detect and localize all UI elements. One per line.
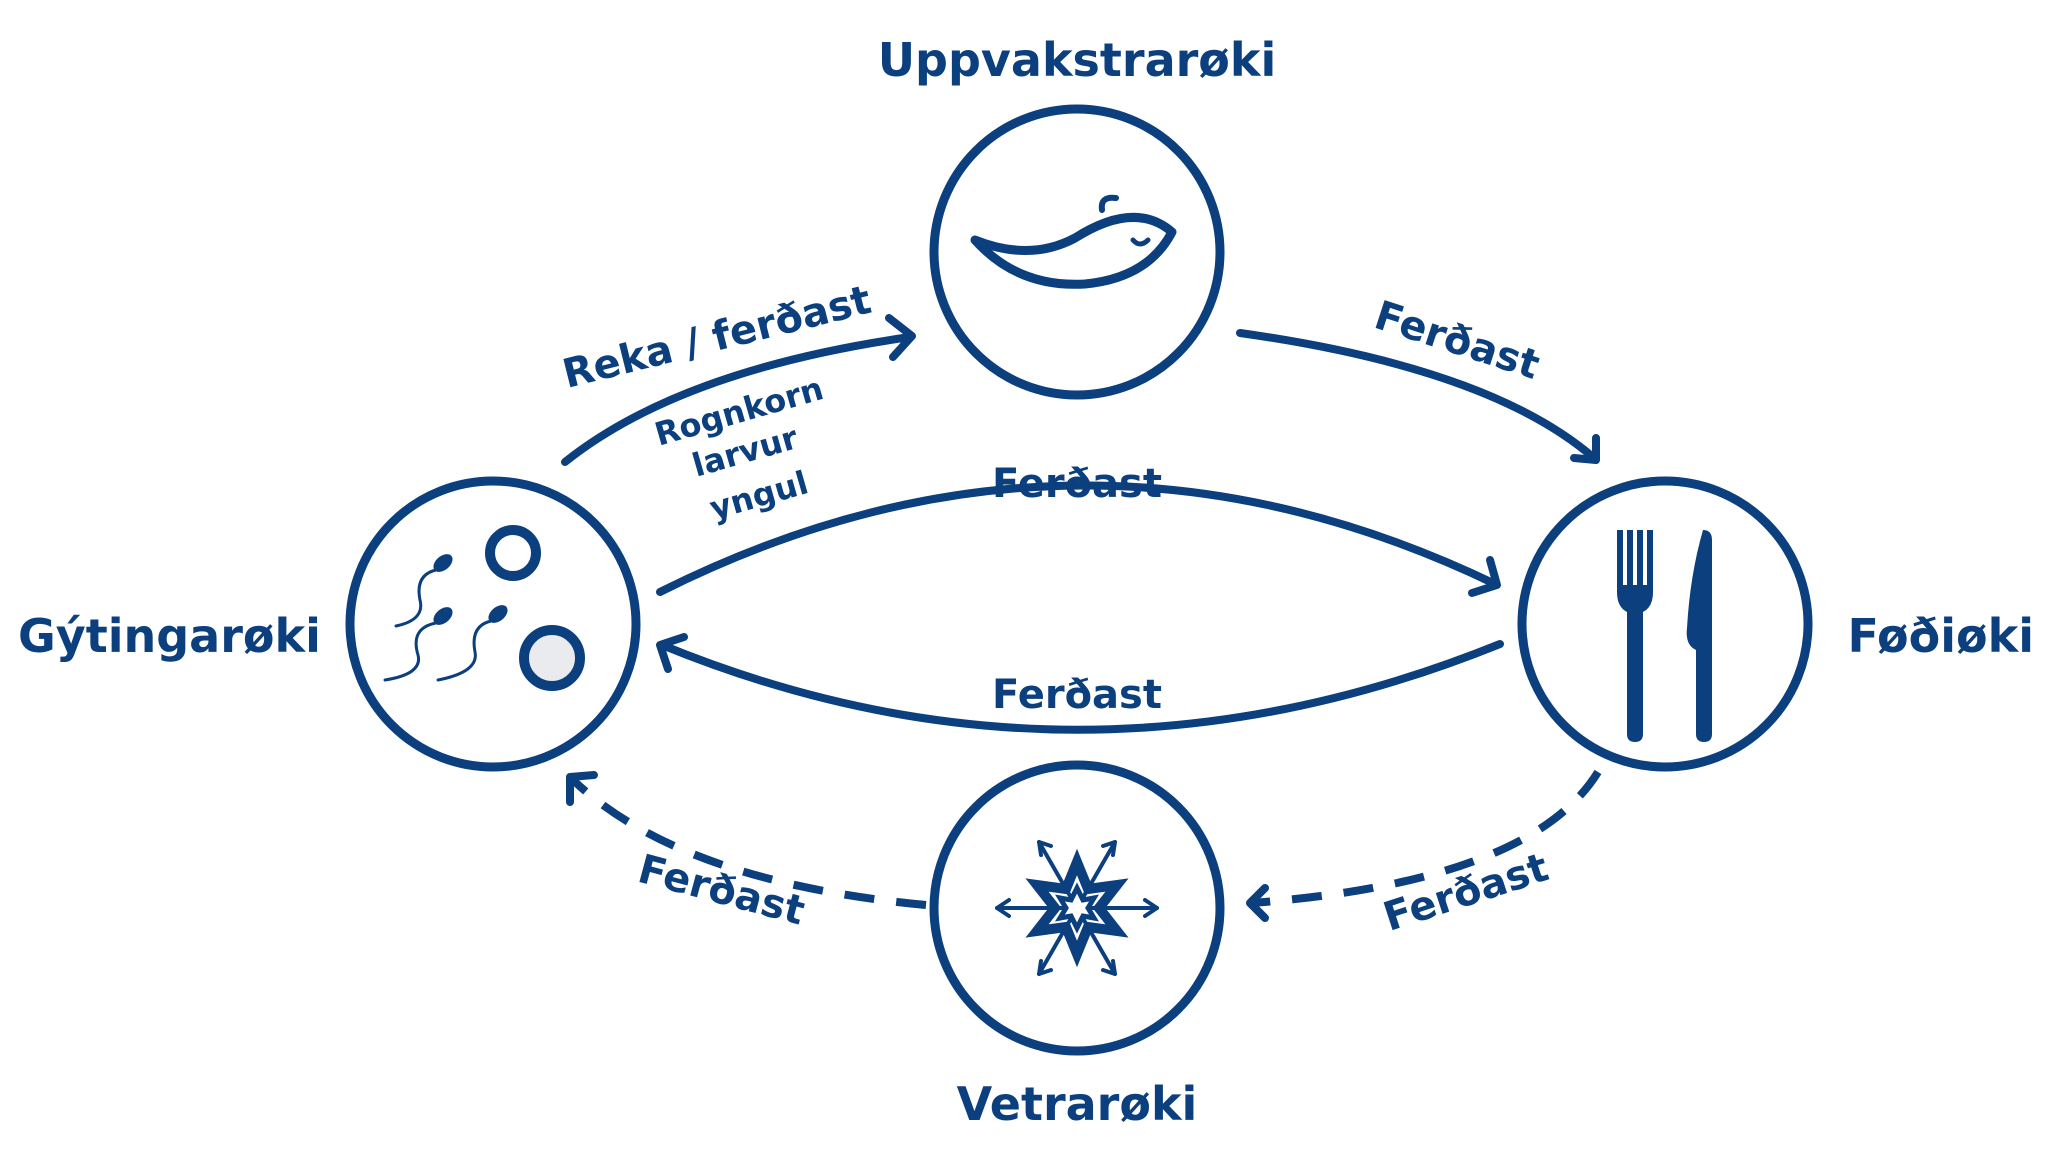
nursery-circle bbox=[929, 104, 1225, 400]
arrow-label-nursery-to-feeding: Ferðast bbox=[1369, 293, 1545, 389]
spawning-circle bbox=[345, 476, 641, 772]
arrow-spawning-to-feeding bbox=[656, 481, 1501, 597]
arrow-nursery-to-feeding bbox=[1236, 329, 1600, 464]
stage-title-nursery: Uppvakstrarøki bbox=[878, 33, 1277, 87]
arrow-label-spawning-to-feeding: Ferðast bbox=[992, 461, 1162, 507]
arrow-spawning-to-nursery bbox=[561, 314, 916, 466]
wintering-area-node bbox=[929, 760, 1225, 1056]
feeding-area-node bbox=[1517, 476, 1813, 772]
stage-title-feeding: Føðiøki bbox=[1848, 609, 2035, 663]
sperm-icon bbox=[383, 607, 453, 682]
spawning-area-node bbox=[345, 476, 641, 772]
egg-icon bbox=[485, 525, 541, 581]
arrow-label-feeding-to-wintering: Ferðast bbox=[1378, 845, 1554, 941]
egg-icon bbox=[519, 625, 585, 691]
feeding-circle bbox=[1517, 476, 1813, 772]
sperm-icon bbox=[394, 554, 453, 628]
nursery-area-node bbox=[929, 104, 1225, 400]
arrow-feeding-to-wintering bbox=[1246, 769, 1602, 922]
fork-and-knife-icon bbox=[1617, 530, 1712, 742]
stage-title-spawning: Gýtingarøki bbox=[18, 609, 321, 663]
eggs-and-sperm-icon bbox=[383, 525, 585, 691]
arrow-label-feeding-to-spawning: Ferðast bbox=[992, 672, 1162, 718]
arrow-label-wintering-to-spawning: Ferðast bbox=[633, 846, 809, 934]
stage-title-wintering: Vetrarøki bbox=[957, 1077, 1198, 1131]
arrow-feeding-to-spawning bbox=[656, 633, 1504, 734]
fish-icon bbox=[970, 194, 1177, 289]
arrow-wintering-to-spawning bbox=[566, 771, 927, 909]
snowflake-icon bbox=[995, 840, 1159, 976]
sperm-icon bbox=[436, 605, 508, 682]
